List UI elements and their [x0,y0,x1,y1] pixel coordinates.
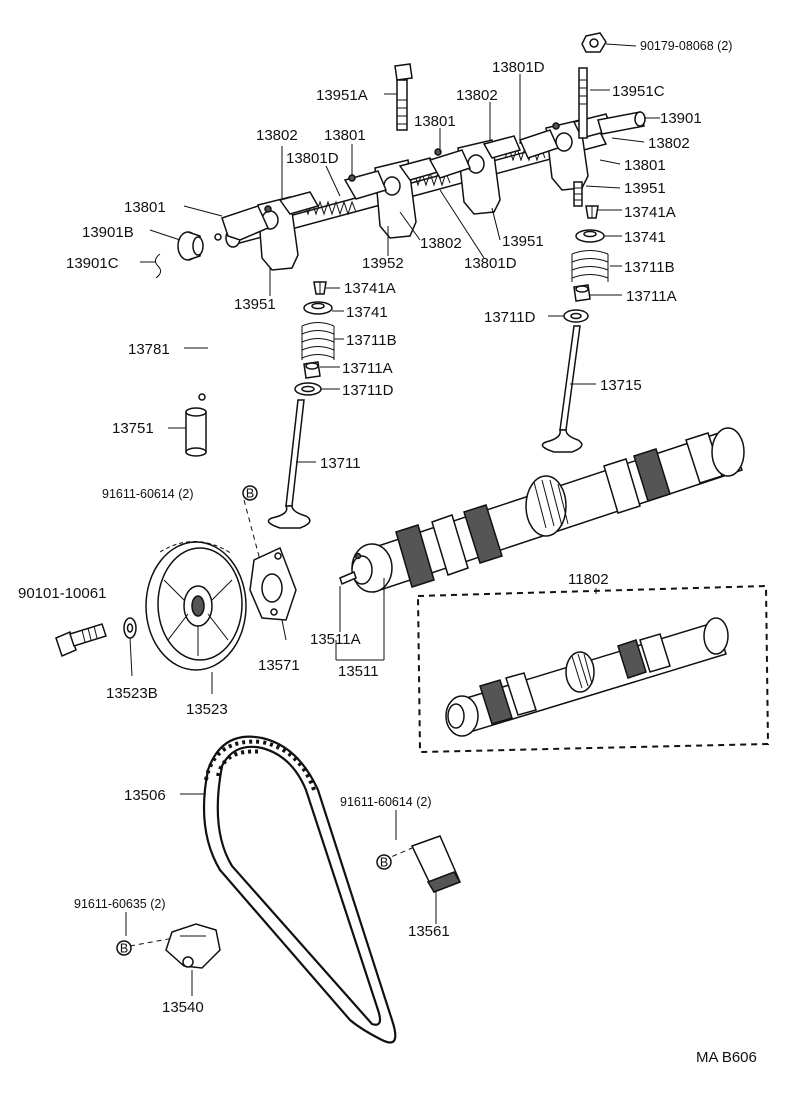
part-label: 13561 [408,923,450,940]
chain-tensioner-13540 [165,923,221,969]
part-label: 13781 [128,341,170,358]
valve-13711 [267,399,311,529]
part-label: 13540 [162,999,204,1016]
part-label: 13711A [626,288,677,305]
part-label: 13711B [346,332,397,349]
part-label: 13801 [324,127,366,144]
part-label: 91611-60614 (2) [102,487,194,501]
gear-13523 [145,541,247,671]
svg-text:B: B [246,487,254,501]
part-labels: 90179-08068 (2) 13951A 13801D 13951C 138… [18,39,732,1016]
leader-lines [125,43,660,996]
part-label: 13523 [186,701,228,718]
part-label: 13711A [342,360,393,377]
svg-text:B: B [380,856,388,870]
part-label: 13511 [338,663,379,680]
part-label: 13751 [112,420,154,437]
part-label: 13801D [286,150,339,167]
b-marker-3: B [116,940,132,956]
part-label: 13802 [256,127,298,144]
part-label: 13741A [624,204,676,221]
part-label: 13901B [82,224,134,241]
part-label: 13802 [456,87,498,104]
diagram-code: MA B606 [696,1049,757,1066]
part-label: 13523B [106,685,158,702]
valve-spring-group-right [563,205,609,323]
part-label: 13802 [420,235,462,252]
part-label: 13741 [624,229,666,246]
plug-13901b [177,231,204,261]
part-label: 91611-60614 (2) [340,795,432,809]
b-marker-1: B [242,485,258,501]
part-label: 13571 [258,657,300,674]
b-marker-2: B [376,854,392,870]
part-label: 91611-60635 (2) [74,897,166,911]
part-label: 13952 [362,255,404,272]
part-label: 90179-08068 (2) [640,39,732,53]
part-label: 13901C [66,255,119,272]
part-label: 90101-10061 [18,585,106,602]
part-label: 13741 [346,304,388,321]
clip-13901c [154,253,162,279]
part-label: 13951C [612,83,665,100]
part-label: 13951 [234,296,276,313]
timing-chain-13506 [202,735,397,1044]
part-label: 13801D [492,59,545,76]
part-label: 13711B [624,259,675,276]
part-label: 13801 [624,157,666,174]
camshaft-13511 [339,427,745,593]
part-label: 13801 [414,113,456,130]
part-label: 13801D [464,255,517,272]
svg-text:B: B [120,942,128,956]
part-label: 13951 [502,233,544,250]
part-label: 13715 [600,377,642,394]
part-label: 13511A [310,631,361,648]
part-label: 13951 [624,180,666,197]
camshaft-assembly-11802 [416,584,770,754]
valve-spring-group-left [294,281,335,396]
part-label: 13741A [344,280,396,297]
part-label: 13802 [648,135,690,152]
part-label: 13711D [342,382,394,399]
part-label: 13801 [124,199,166,216]
valve-13715 [541,325,583,453]
part-label: 13711 [320,455,361,472]
chain-damper-13561 [410,835,462,893]
part-label: 13951A [316,87,368,104]
part-label: 13506 [124,787,166,804]
part-label: 11802 [568,571,609,588]
bolt-90101-10061 [55,623,107,658]
part-label: 13901 [660,110,702,127]
rocker-shaft-assembly [221,32,646,271]
lifter-13751 [185,407,207,457]
washer-13523b [123,617,137,639]
thrust-plate-13571 [249,546,297,621]
pushrod-13781 [198,233,222,401]
part-label: 13711D [484,309,536,326]
